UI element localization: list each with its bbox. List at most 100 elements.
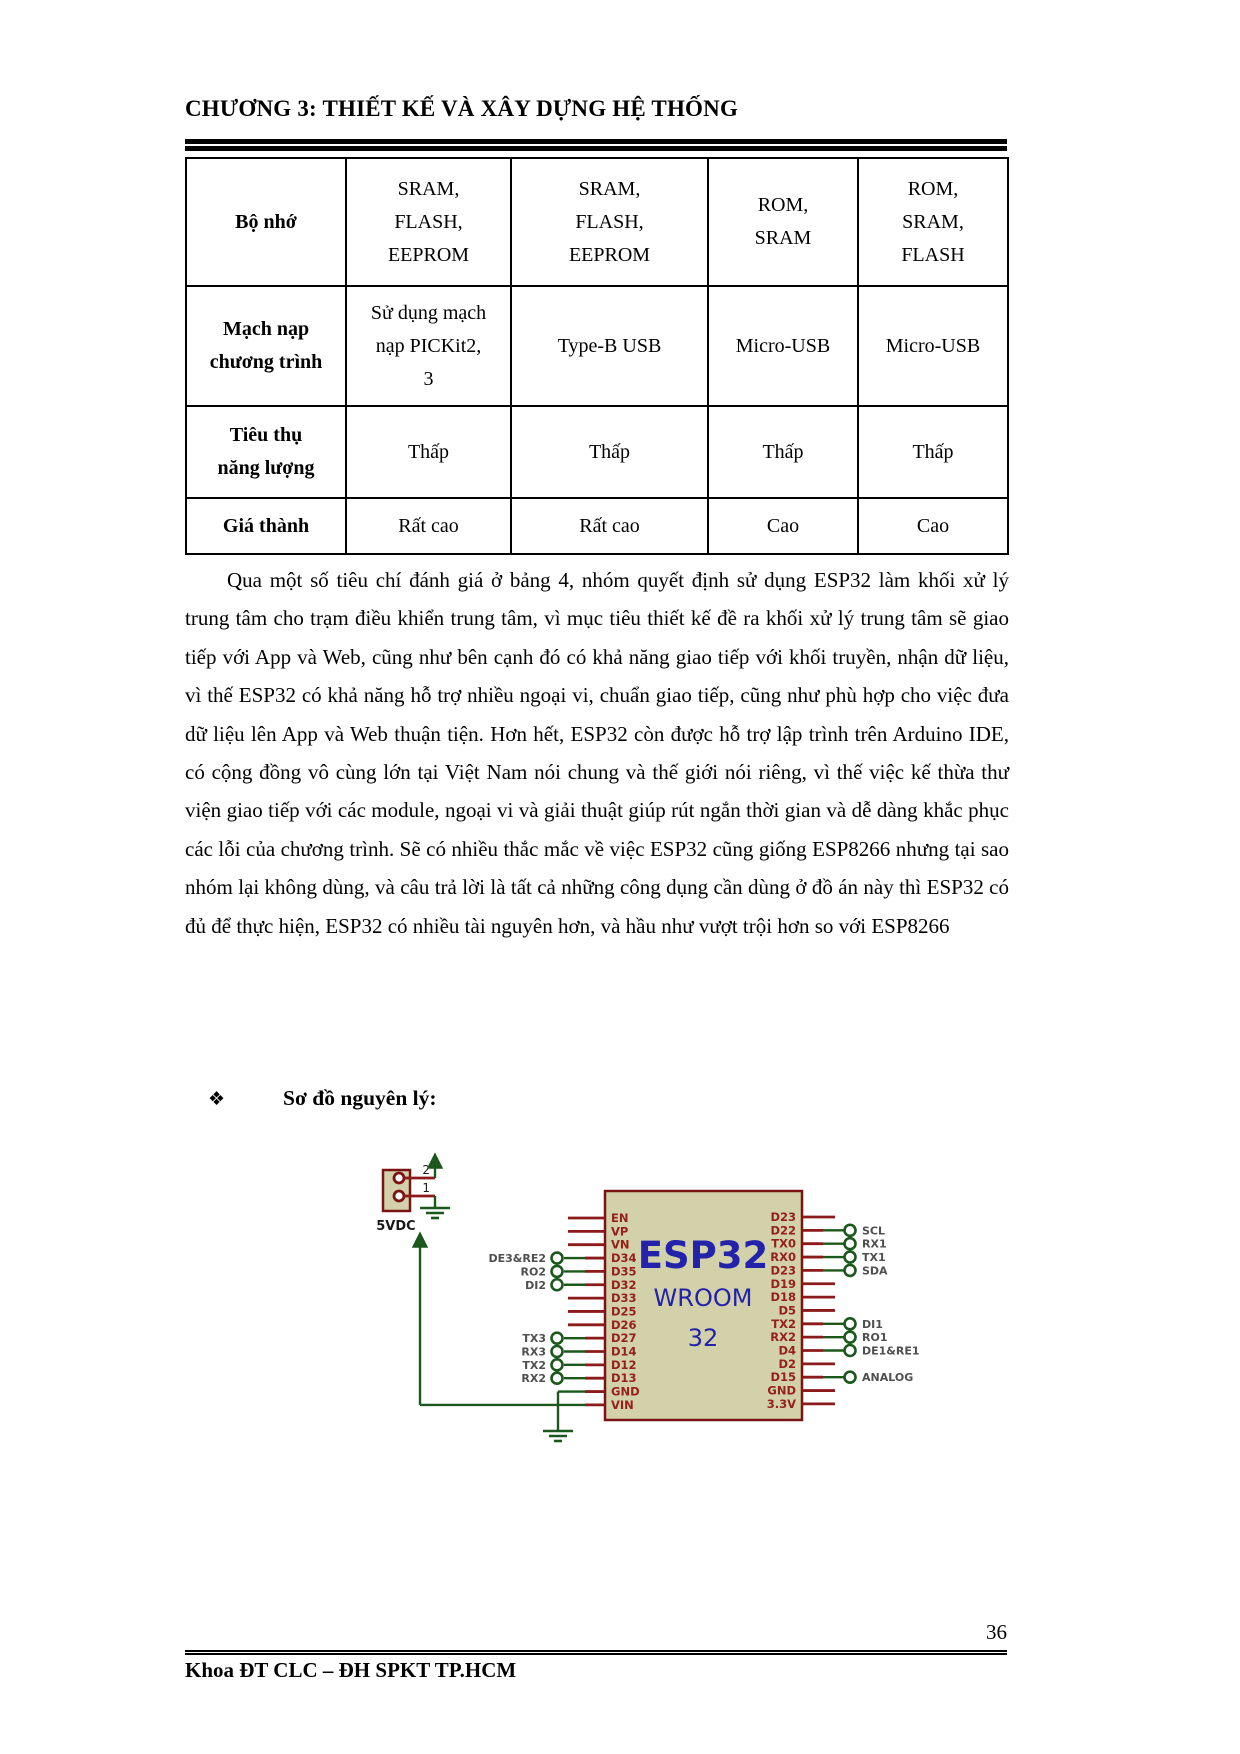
pin-label: TX2: [771, 1317, 796, 1331]
table-cell: Cao: [857, 497, 1009, 555]
pin-label: D12: [611, 1358, 637, 1372]
body-paragraph: Qua một số tiêu chí đánh giá ở bảng 4, n…: [185, 568, 1009, 938]
pin-label: D4: [778, 1344, 796, 1358]
net-label: ANALOG: [862, 1371, 913, 1384]
pin-label: VIN: [611, 1398, 634, 1412]
terminal-icon: [550, 1344, 564, 1359]
chip-subtitle: WROOM: [654, 1284, 753, 1312]
terminal-icon: [843, 1250, 857, 1264]
terminal-icon: [550, 1358, 564, 1372]
row-label-cell: Bộ nhớ: [185, 157, 347, 287]
net-label: TX3: [522, 1332, 546, 1345]
terminal-icon: [843, 1370, 857, 1384]
pin-label: TX0: [771, 1237, 796, 1251]
table-cell: Thấp: [510, 405, 709, 499]
terminal-icon: [550, 1251, 564, 1265]
table-cell: ROM, SRAM, FLASH: [857, 157, 1009, 287]
ground-icon: [420, 1206, 450, 1220]
diamond-bullet-icon: ❖: [208, 1088, 226, 1110]
power-arrow-icon: [426, 1152, 444, 1169]
pin-label: D5: [778, 1303, 796, 1317]
table-cell: Thấp: [857, 405, 1009, 499]
pin-label: GND: [767, 1384, 796, 1398]
pin-label: D2: [778, 1357, 796, 1371]
net-label: DE3&RE2: [488, 1252, 546, 1265]
table-cell: Thấp: [707, 405, 859, 499]
table-cell: Micro-USB: [857, 285, 1009, 407]
connector-label: 5VDC: [376, 1219, 415, 1234]
pin-label: RX0: [770, 1250, 796, 1264]
net-label: RO2: [521, 1265, 546, 1278]
net-label: TX2: [522, 1359, 546, 1372]
table-cell: Micro-USB: [707, 285, 859, 407]
pin-label: 3.3V: [767, 1397, 796, 1411]
net-label: TX1: [862, 1251, 886, 1264]
pin-label: D19: [770, 1277, 796, 1291]
pin-label: RX2: [770, 1330, 796, 1344]
terminal-icon: [843, 1263, 857, 1278]
terminal-icon: [843, 1330, 857, 1344]
power-connector: 2 1 5VDC: [376, 1163, 435, 1234]
table-cell: SRAM, FLASH, EEPROM: [510, 157, 709, 287]
page-number: 36: [986, 1620, 1007, 1644]
pin-label: D18: [770, 1290, 796, 1304]
footer-text: Khoa ĐT CLC – ĐH SPKT TP.HCM: [185, 1658, 517, 1682]
pin-label: VP: [611, 1224, 628, 1238]
terminal-icon: [550, 1331, 564, 1345]
connector-pin-number: 2: [422, 1163, 430, 1177]
esp32-chip-body: [603, 1189, 804, 1422]
chip-title: ESP32: [638, 1234, 769, 1277]
pin-label: D33: [611, 1291, 637, 1305]
row-label-cell: Tiêu thụ năng lượng: [185, 405, 347, 499]
bullet-heading-label: Sơ đồ nguyên lý:: [283, 1086, 437, 1110]
terminal-icon: [843, 1236, 857, 1251]
terminal-icon: [550, 1277, 564, 1292]
net-label: DI2: [525, 1279, 546, 1292]
net-label: DE1&RE1: [862, 1345, 920, 1358]
pin-label: D23: [770, 1263, 796, 1277]
table-cell: Rất cao: [345, 497, 512, 555]
bullet-heading: ❖ Sơ đồ nguyên lý:: [208, 1086, 908, 1111]
pin-label: D34: [611, 1251, 637, 1265]
pin-label: D13: [611, 1371, 637, 1385]
pin-label: D25: [611, 1304, 637, 1318]
pin-label: D22: [770, 1223, 796, 1237]
terminal-icon: [843, 1223, 857, 1238]
terminal-icon: [550, 1264, 564, 1279]
table-cell: Cao: [707, 497, 859, 555]
chip-subtitle2: 32: [688, 1324, 719, 1352]
table-cell: Thấp: [345, 405, 512, 499]
row-label-cell: Giá thành: [185, 497, 347, 555]
footer-rule: [185, 1650, 1007, 1655]
row-label-cell: Mạch nạp chương trình: [185, 285, 347, 407]
terminal-icon: [843, 1317, 857, 1331]
pin-label: D14: [611, 1345, 637, 1359]
net-label: RX3: [521, 1346, 546, 1359]
pin-label: D32: [611, 1278, 637, 1292]
terminal-icon: [843, 1343, 857, 1358]
chapter-title: CHƯƠNG 3: THIẾT KẾ VÀ XÂY DỰNG HỆ THỐNG: [185, 96, 739, 121]
table-cell: Type-B USB: [510, 285, 709, 407]
pin-label: D26: [611, 1318, 637, 1332]
net-label: RO1: [862, 1331, 887, 1344]
power-arrow-icon: [411, 1231, 429, 1248]
terminal-icon: [550, 1371, 564, 1385]
pin-label: D35: [611, 1264, 637, 1278]
connector-pin-number: 1: [422, 1181, 430, 1195]
pin-label: GND: [611, 1385, 640, 1399]
pin-label: VN: [611, 1238, 630, 1252]
table-cell: Sử dụng mạch nạp PICKit2, 3: [345, 285, 512, 407]
pin-label: D27: [611, 1331, 637, 1345]
net-label: SCL: [862, 1224, 885, 1237]
ground-icon: [543, 1429, 573, 1443]
header-rule: [185, 139, 1007, 151]
pin-label: EN: [611, 1211, 628, 1225]
table-cell: Rất cao: [510, 497, 709, 555]
